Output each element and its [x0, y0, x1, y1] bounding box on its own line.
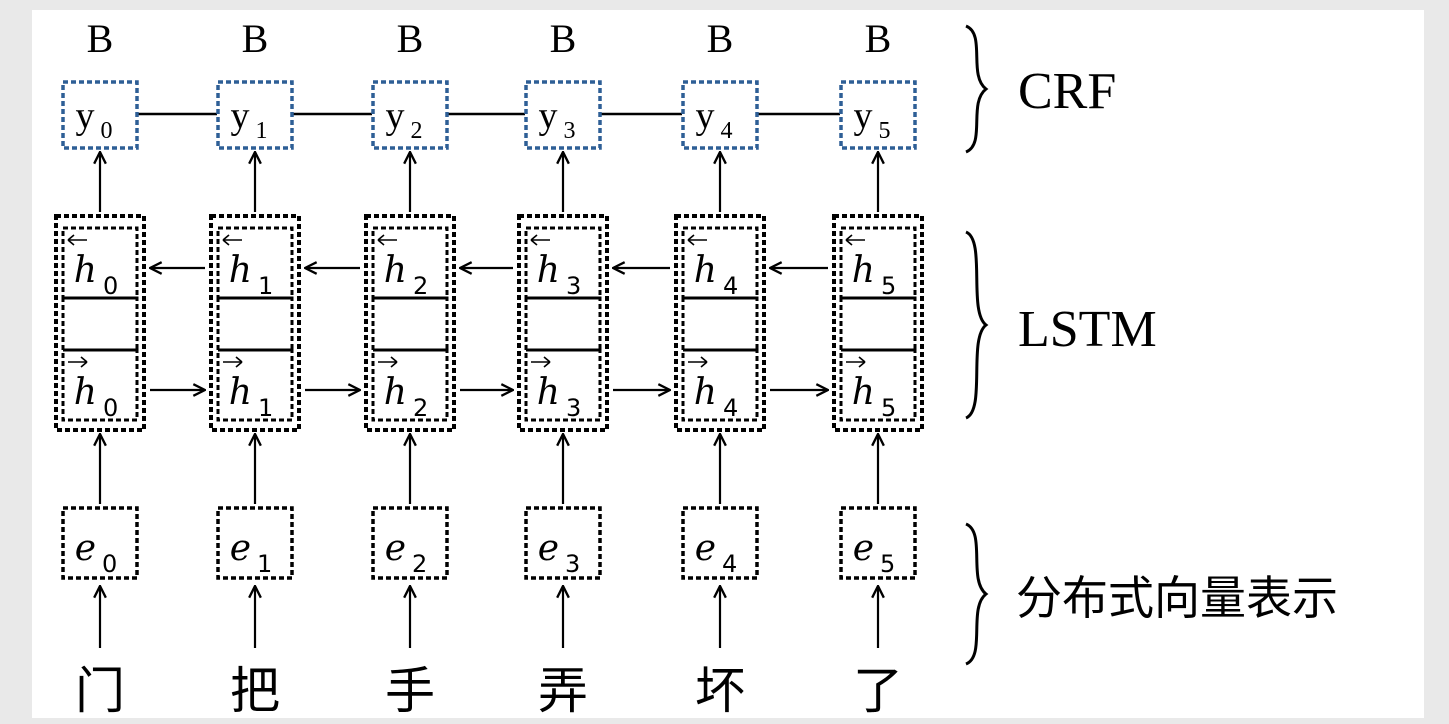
forward-accent-icon [68, 356, 88, 368]
lstm-mid-box [61, 296, 139, 352]
backward-accent-icon [67, 234, 87, 246]
lstm-mid-box [839, 296, 917, 352]
backward-accent-icon [687, 234, 707, 246]
forward-accent-icon [223, 356, 243, 368]
boxes [54, 80, 924, 580]
crf-box [839, 80, 917, 150]
tag-label: B [865, 16, 892, 61]
embedding-box [681, 506, 759, 580]
lstm-cell-box [517, 214, 609, 432]
layer-label-lstm: LSTM [1018, 301, 1157, 358]
backward-accent-icon [222, 234, 242, 246]
backward-accent-icon [530, 234, 550, 246]
brace-icon [965, 522, 989, 666]
tag-label: B [397, 16, 424, 61]
crf-box [371, 80, 449, 150]
layer-label-embedding: 分布式向量表示 [1016, 571, 1338, 625]
embedding-box [216, 506, 294, 580]
input-word: 门 [75, 662, 125, 720]
layer-label-crf: CRF [1018, 63, 1116, 120]
crf-box [524, 80, 602, 150]
lstm-mid-box [681, 296, 759, 352]
lstm-mid-box [524, 296, 602, 352]
tag-label: B [87, 16, 114, 61]
lstm-mid-box [216, 296, 294, 352]
input-word: 把 [230, 662, 280, 720]
brace-icon [965, 230, 989, 420]
forward-accent-icon [378, 356, 398, 368]
input-word: 坏 [695, 662, 745, 720]
lstm-mid-box [371, 296, 449, 352]
input-word: 弄 [538, 662, 588, 720]
backward-accent-icon [845, 234, 865, 246]
forward-accent-icon [846, 356, 866, 368]
tag-label: B [242, 16, 269, 61]
lstm-cell-box [54, 214, 146, 432]
tag-label: B [707, 16, 734, 61]
slide-background [32, 10, 1424, 718]
lstm-cell-box [364, 214, 456, 432]
layer-braces [965, 24, 989, 666]
input-word: 了 [853, 662, 903, 720]
forward-accent-icon [531, 356, 551, 368]
embedding-box [524, 506, 602, 580]
crf-box [216, 80, 294, 150]
embedding-box [61, 506, 139, 580]
tag-label: B [550, 16, 577, 61]
forward-accent-icon [688, 356, 708, 368]
input-word: 手 [385, 662, 435, 720]
embedding-box [371, 506, 449, 580]
brace-icon [965, 24, 989, 154]
crf-box [681, 80, 759, 150]
embedding-box [839, 506, 917, 580]
lstm-cell-box [674, 214, 766, 432]
backward-accent-icon [377, 234, 397, 246]
lstm-cell-box [209, 214, 301, 432]
crf-box [61, 80, 139, 150]
arrows [100, 152, 878, 648]
lstm-cell-box [832, 214, 924, 432]
